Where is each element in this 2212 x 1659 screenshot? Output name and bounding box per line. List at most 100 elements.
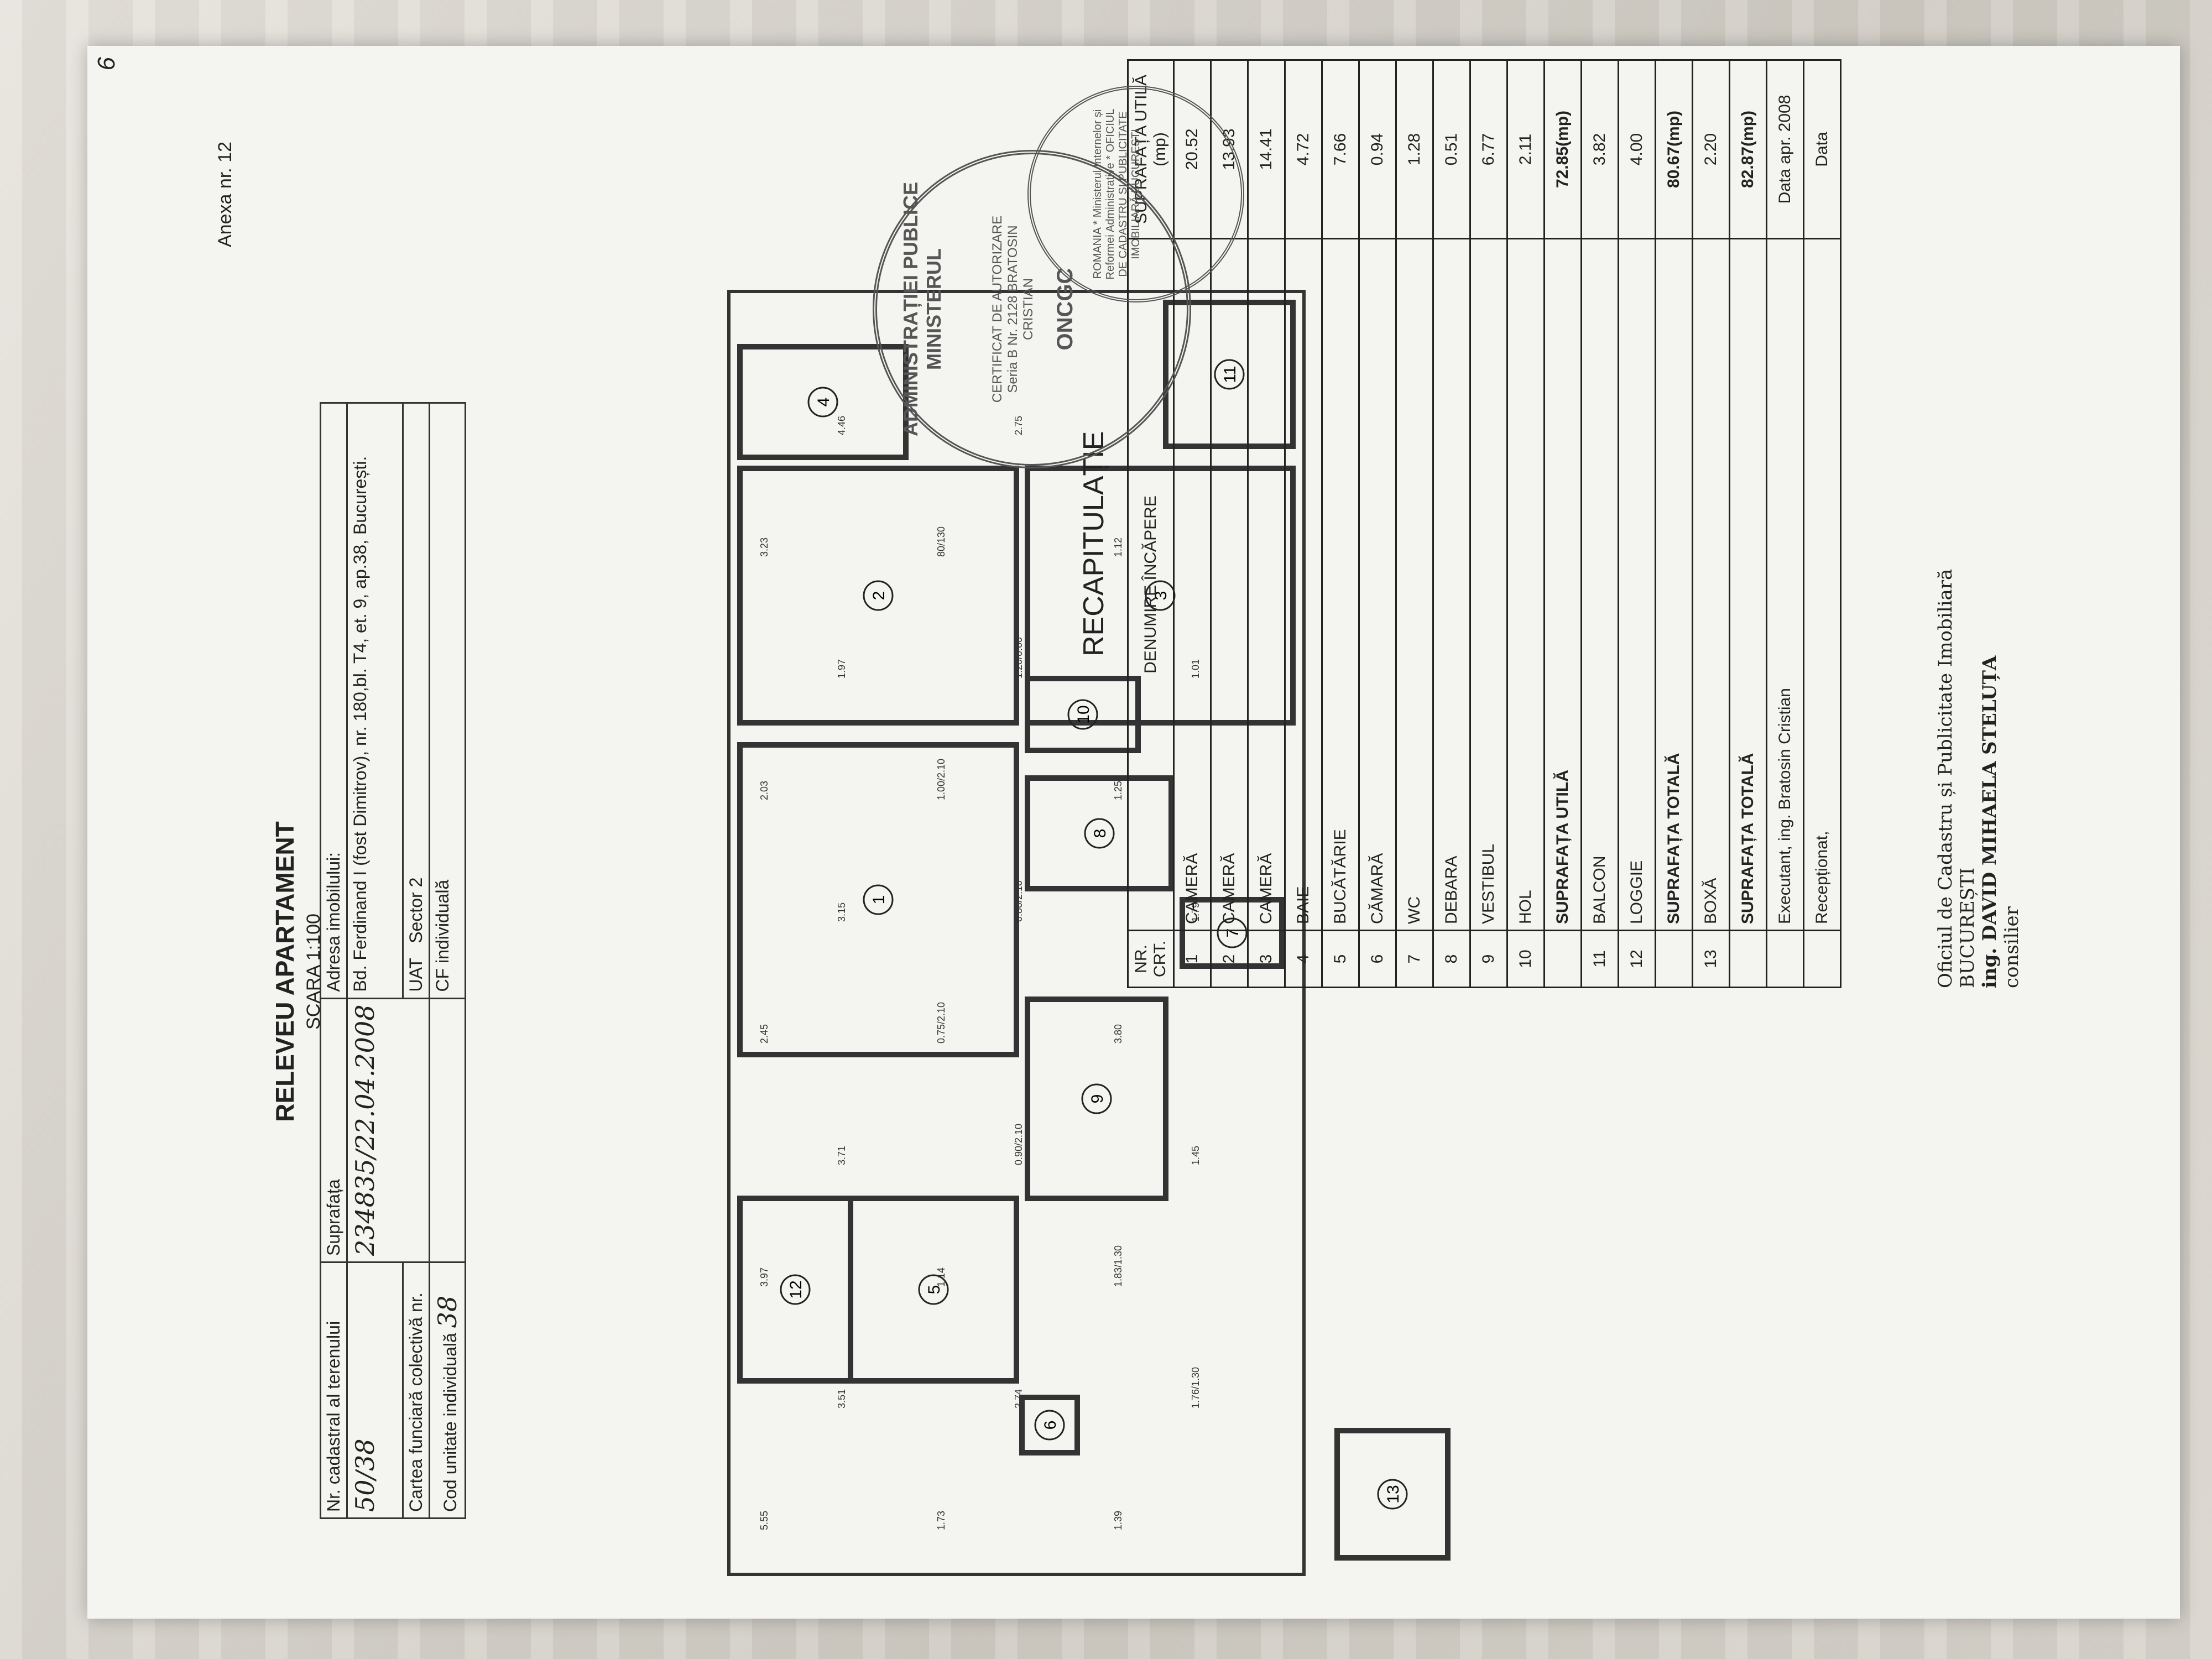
recap-cell-name: HOL	[1507, 238, 1545, 931]
recap-cell-nr	[1766, 930, 1804, 988]
recap-cell-area: 80.67(mp)	[1655, 60, 1693, 239]
dimension-label: 1.73	[936, 1511, 947, 1530]
dimension-label: 0.75/2.10	[936, 1002, 947, 1044]
dimension-label: 1.20/0.60	[1013, 637, 1024, 679]
dimension-label: 2.74	[1013, 1389, 1024, 1408]
dimension-label: 80/130	[936, 526, 947, 557]
dimension-label: 1.79	[1190, 902, 1201, 922]
plan-room	[1334, 1428, 1451, 1561]
recap-cell-area: 2.20	[1692, 60, 1730, 239]
recap-cell-name: VESTIBUL	[1470, 238, 1507, 931]
dimension-label: 2.03	[759, 781, 770, 800]
receptie-signature-block: Oficiul de Cadastru și Publicitate Imobi…	[1934, 491, 2023, 988]
recap-cell-name: DEBARA	[1433, 238, 1470, 931]
recap-cell-name: BUCĂTĂRIE	[1322, 238, 1359, 931]
room-number: 5	[925, 1285, 943, 1295]
room-number-circle	[1214, 359, 1245, 390]
room-number-circle	[1034, 1410, 1065, 1441]
room-number-circle	[1217, 917, 1248, 948]
room-number: 10	[1074, 705, 1093, 723]
room-number-circle	[1084, 818, 1115, 849]
recap-cell-name: BALCON	[1581, 238, 1619, 931]
dimension-label: 1.12	[1113, 538, 1124, 557]
room-number: 1	[870, 895, 888, 905]
dimension-label: 1.39	[1113, 1511, 1124, 1530]
recap-cell-area: 1.28	[1396, 60, 1433, 239]
recap-cell-name: CAMERĂ	[1248, 238, 1285, 931]
room-number-circle	[1377, 1479, 1408, 1510]
recap-cell-area: Data	[1803, 60, 1841, 239]
plan-room	[737, 466, 1019, 726]
dimension-label: 1.83/1.30	[1113, 1245, 1124, 1287]
plan-room	[1025, 676, 1141, 753]
plan-room	[737, 344, 909, 460]
recap-head-nr: NR. CRT.	[1128, 930, 1174, 988]
receptie-office-line1: Oficiul de Cadastru și Publicitate Imobi…	[1934, 568, 1957, 988]
recap-cell-nr	[1544, 930, 1582, 988]
dimension-label: 3.80	[1113, 1024, 1124, 1044]
room-number: 9	[1088, 1094, 1107, 1104]
recap-cell-nr	[1803, 930, 1841, 988]
room-number-circle	[780, 1274, 811, 1305]
dimension-label: 1.97	[836, 659, 847, 679]
room-number-circle	[1067, 699, 1098, 730]
dimension-label: 3.97	[759, 1267, 770, 1287]
recap-cell-name: BOXĂ	[1692, 238, 1730, 931]
recap-cell-name: BAIE	[1285, 238, 1322, 931]
plan-room	[737, 742, 1019, 1057]
recap-cell-name: Executant, ing. Bratosin Cristian	[1766, 238, 1804, 931]
room-number-circle	[1145, 580, 1176, 611]
recap-cell-nr	[1655, 930, 1693, 988]
recap-cell-area: 14.41	[1248, 60, 1285, 239]
recap-cell-name: CAMERĂ	[1211, 238, 1248, 931]
plan-room	[1180, 897, 1285, 969]
dimension-label: 4.46	[836, 416, 847, 435]
recap-cell-nr: 11	[1581, 930, 1619, 988]
plan-room	[1025, 997, 1168, 1201]
dimension-label: 2.75	[1013, 416, 1024, 435]
certification-stamp-ring: ADMINISTRAȚIEI PUBLICE MINISTERUL	[899, 182, 945, 437]
recap-cell-name: SUPRAFAȚA TOTALĂ	[1729, 238, 1767, 931]
recap-cell-nr: 10	[1507, 930, 1545, 988]
certification-stamp-bottom: ONCGC	[1053, 268, 1077, 351]
recap-cell-area: 6.77	[1470, 60, 1507, 239]
recap-cell-nr: 6	[1359, 930, 1396, 988]
dimension-label: 5.55	[759, 1511, 770, 1530]
recap-cell-area: 72.85(mp)	[1544, 60, 1582, 239]
recap-cell-nr: 2	[1211, 930, 1248, 988]
receptie-name: ing. DAVID MIHAELA STELUȚA	[1979, 655, 2001, 988]
plan-room	[737, 1196, 853, 1384]
room-number: 13	[1384, 1485, 1402, 1503]
dimension-label: 1.25	[1113, 781, 1124, 800]
dimension-label: 3.23	[759, 538, 770, 557]
dimension-label: 1.01	[1190, 659, 1201, 679]
receptie-role: consilier	[2001, 906, 2023, 988]
room-number-circle	[863, 884, 894, 915]
room-number-circle	[1081, 1083, 1112, 1114]
dimension-label: 3.51	[836, 1389, 847, 1408]
room-number: 11	[1221, 366, 1239, 383]
document-sheet: 6 Anexa nr. 12 RELEVEU APARTAMENT SCARA …	[87, 46, 2180, 1619]
plan-room	[1163, 300, 1296, 449]
recap-cell-area: 82.87(mp)	[1729, 60, 1767, 239]
dimension-label: 2.45	[759, 1024, 770, 1044]
plan-room	[1025, 775, 1174, 891]
room-number-circle	[807, 387, 838, 418]
dimension-label: 1.76/1.30	[1190, 1367, 1201, 1408]
recap-cell-area: 2.11	[1507, 60, 1545, 239]
dimension-label: 1.14	[936, 1267, 947, 1287]
recap-cell-nr: 12	[1618, 930, 1656, 988]
